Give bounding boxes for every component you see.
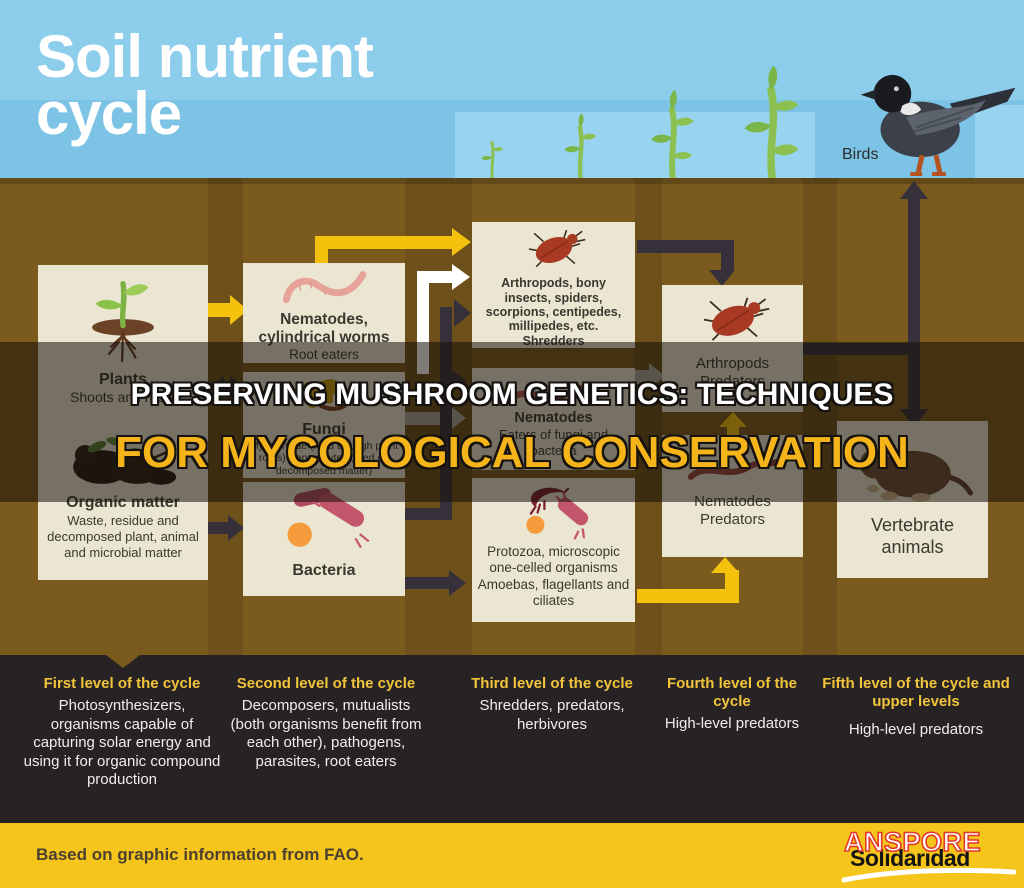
bacteria-title: Bacteria xyxy=(292,562,356,579)
arrow-shredders-to-predators xyxy=(637,240,733,253)
level-fourth-body: High-level predators xyxy=(664,715,800,732)
nematodes-root-title: Nematodes, cylindrical worms xyxy=(258,310,390,346)
level-first-body: Photosynthesizers, organisms capable of … xyxy=(23,697,221,789)
level-fifth: Fifth level of the cycle and upper level… xyxy=(816,675,1016,740)
solidaridad-wordmark: Solidaridad xyxy=(850,845,970,871)
arrow-fungi-to-arthropods xyxy=(417,271,454,283)
worm-icon xyxy=(282,271,367,304)
level-third-body: Shredders, predators, herbivores xyxy=(479,697,625,733)
page-title-line1: Soil nutrient xyxy=(36,23,374,90)
anspore-wordmark: ANSPORE xyxy=(843,826,982,858)
protozoa-subtitle: Amoebas, flagellants and ciliates xyxy=(477,576,630,609)
vertebrate-animals-title: Vertebrate animals xyxy=(870,515,955,557)
level-first-title: First level of the cycle xyxy=(43,675,201,692)
arrow-plants-to-nematodes xyxy=(208,303,232,317)
arrow-bacteria-up xyxy=(405,508,449,520)
swoosh-icon xyxy=(841,867,1017,883)
title-overlay-band xyxy=(0,342,1024,502)
beetle-icon xyxy=(703,297,769,341)
arthropods-shredders-title: Arthropods, bony insects, spiders, scorp… xyxy=(485,276,622,334)
sprout-icon xyxy=(744,65,799,178)
organic-matter-subtitle: Waste, residue and decomposed plant, ani… xyxy=(47,512,199,560)
sprout-icon xyxy=(481,141,504,178)
sky: Soil nutrient cycle xyxy=(0,0,1024,178)
level-second-body: Decomposers, mutualists (both organisms … xyxy=(230,697,422,770)
sprout-icon xyxy=(651,89,694,178)
level-third: Third level of the cycle Shredders, pred… xyxy=(452,675,652,734)
sprout-icon xyxy=(564,113,596,178)
arrow-bacteria-to-protozoa xyxy=(405,577,451,589)
panel-arthropods-shredders: Arthropods, bony insects, spiders, scorp… xyxy=(472,222,635,348)
arrowhead-right xyxy=(452,264,470,290)
brand-logo: Solidaridad ANSPORE xyxy=(838,823,1020,885)
arrow-shredders-to-predators xyxy=(721,240,734,272)
credit-text: Based on graphic information from FAO. xyxy=(36,845,364,864)
arrowhead-right xyxy=(454,299,471,327)
arrowhead-right xyxy=(228,515,244,541)
ground-pointer-notch xyxy=(106,655,140,668)
arrowhead-up xyxy=(711,557,739,573)
arrowhead-right xyxy=(452,228,471,256)
level-fourth-title: Fourth level of the cycle xyxy=(666,675,797,710)
level-fourth: Fourth level of the cycle High-level pre… xyxy=(648,675,816,734)
footer-bar: Based on graphic information from FAO. S… xyxy=(0,823,1024,888)
protozoa-title: Protozoa, microscopic one-celled organis… xyxy=(487,544,620,576)
arrowhead-up xyxy=(900,181,928,199)
arrow-protozoa-to-predators xyxy=(637,589,737,603)
level-third-title: Third level of the cycle xyxy=(471,675,633,692)
bird-icon xyxy=(860,74,1016,177)
page-title: Soil nutrient cycle xyxy=(36,23,374,147)
arrowhead-right xyxy=(449,570,466,596)
arrow-nematodes-to-arthropods xyxy=(315,236,453,249)
beetle-icon xyxy=(528,229,585,268)
cycle-levels-band: First level of the cycle Photosynthesize… xyxy=(0,655,1024,823)
level-fifth-title: Fifth level of the cycle and upper level… xyxy=(822,675,1010,710)
page-title-line2: cycle xyxy=(36,80,182,147)
level-fifth-body: High-level predators xyxy=(848,721,984,738)
sky-highlight xyxy=(975,105,1024,178)
overlay-title-line1: PRESERVING MUSHROOM GENETICS: TECHNIQUES xyxy=(130,378,894,411)
arrow-organic-to-bacteria xyxy=(208,522,230,534)
birds-label: Birds xyxy=(842,146,879,163)
overlay-title-line2: FOR MYCOLOGICAL CONSERVATION xyxy=(115,428,909,477)
level-first: First level of the cycle Photosynthesize… xyxy=(22,675,222,790)
soil-surface-line xyxy=(0,178,1024,184)
panel-protozoa: Protozoa, microscopic one-celled organis… xyxy=(472,478,635,622)
level-second-title: Second level of the cycle xyxy=(236,675,416,692)
arrowhead-down xyxy=(709,270,735,286)
level-second: Second level of the cycle Decomposers, m… xyxy=(228,675,424,771)
